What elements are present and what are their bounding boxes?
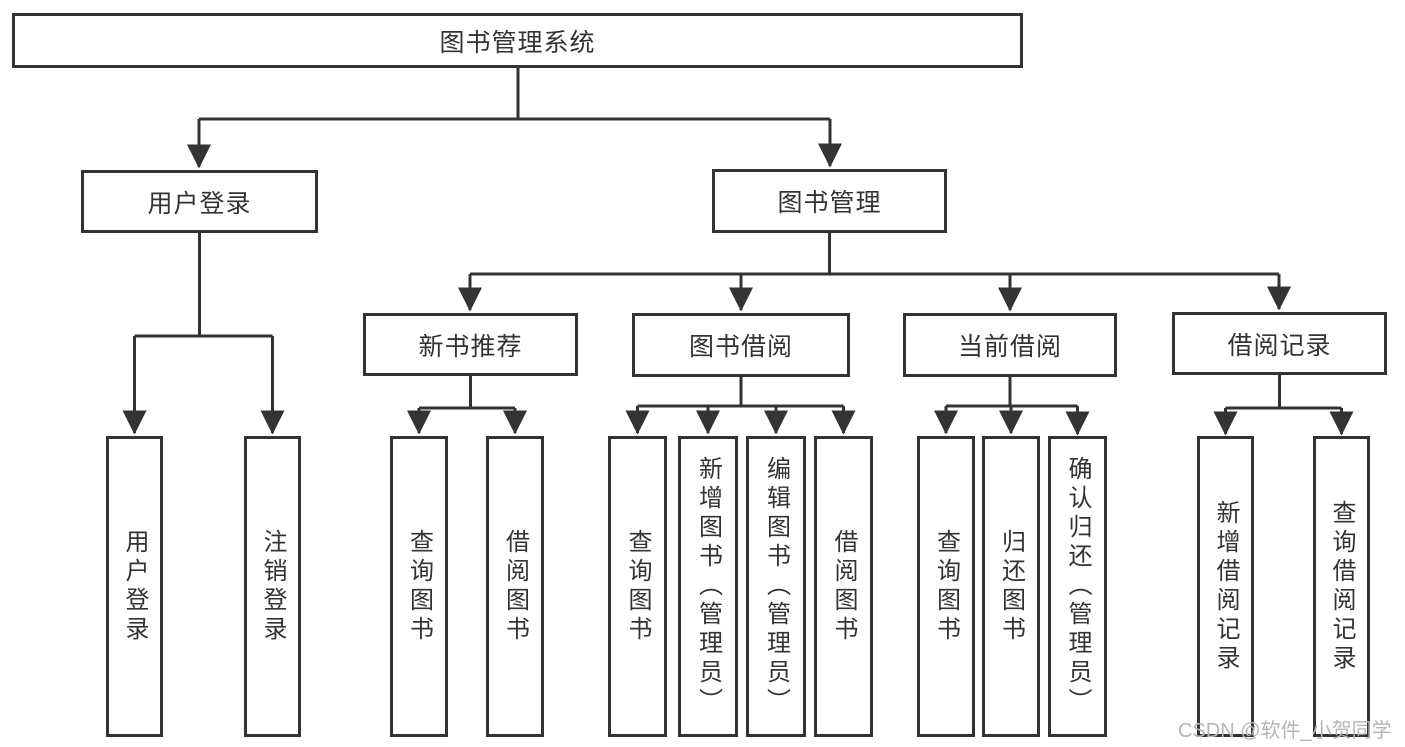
leaf-user-login-label: 用户登录 bbox=[121, 528, 148, 645]
leaf-edit-books-admin-label: 编辑图书（管理员） bbox=[762, 456, 790, 717]
node-book-management: 图书管理 bbox=[712, 169, 947, 233]
leaf-query-borrow-record-label: 查询借阅记录 bbox=[1328, 499, 1355, 674]
node-book-borrow: 图书借阅 bbox=[632, 313, 850, 377]
leaf-return-books: 归还图书 bbox=[982, 436, 1040, 737]
leaf-borrow-books-1: 借阅图书 bbox=[486, 436, 544, 737]
leaf-borrow-books-2: 借阅图书 bbox=[814, 436, 873, 737]
node-book-management-label: 图书管理 bbox=[777, 189, 882, 217]
node-current-borrow-label: 当前借阅 bbox=[957, 333, 1062, 361]
node-root: 图书管理系统 bbox=[12, 13, 1023, 68]
node-new-book-recommend: 新书推荐 bbox=[363, 313, 578, 376]
leaf-confirm-return-admin: 确认归还（管理员） bbox=[1048, 436, 1107, 737]
leaf-query-books-3-label: 查询图书 bbox=[932, 528, 960, 645]
leaf-return-books-label: 归还图书 bbox=[997, 528, 1025, 645]
node-current-borrow: 当前借阅 bbox=[903, 313, 1117, 377]
leaf-query-books-3: 查询图书 bbox=[917, 436, 975, 737]
node-user-login-label: 用户登录 bbox=[147, 189, 252, 218]
leaf-borrow-books-2-label: 借阅图书 bbox=[830, 528, 857, 645]
leaf-query-books-2-label: 查询图书 bbox=[624, 528, 651, 645]
leaf-confirm-return-admin-label: 确认归还（管理员） bbox=[1064, 456, 1091, 717]
leaf-logout: 注销登录 bbox=[244, 436, 301, 737]
leaf-query-borrow-record: 查询借阅记录 bbox=[1313, 436, 1370, 737]
leaf-add-books-admin-label: 新增图书（管理员） bbox=[694, 456, 722, 717]
leaf-add-books-admin: 新增图书（管理员） bbox=[678, 436, 738, 737]
node-root-label: 图书管理系统 bbox=[439, 28, 596, 57]
leaf-add-borrow-record-label: 新增借阅记录 bbox=[1212, 499, 1239, 674]
csdn-watermark: CSDN @软件_小贺同学 bbox=[1178, 720, 1392, 742]
leaf-query-books-1-label: 查询图书 bbox=[405, 528, 433, 645]
leaf-borrow-books-1-label: 借阅图书 bbox=[501, 528, 529, 645]
leaf-query-books-1: 查询图书 bbox=[390, 436, 448, 737]
leaf-user-login: 用户登录 bbox=[106, 436, 163, 737]
node-user-login: 用户登录 bbox=[81, 170, 318, 233]
leaf-logout-label: 注销登录 bbox=[259, 528, 286, 645]
node-new-book-recommend-label: 新书推荐 bbox=[418, 332, 523, 361]
node-borrow-records-label: 借阅记录 bbox=[1227, 331, 1332, 360]
leaf-edit-books-admin: 编辑图书（管理员） bbox=[746, 436, 806, 737]
leaf-query-books-2: 查询图书 bbox=[608, 436, 667, 737]
leaf-add-borrow-record: 新增借阅记录 bbox=[1197, 436, 1254, 737]
node-book-borrow-label: 图书借阅 bbox=[688, 333, 793, 361]
node-borrow-records: 借阅记录 bbox=[1172, 312, 1387, 375]
